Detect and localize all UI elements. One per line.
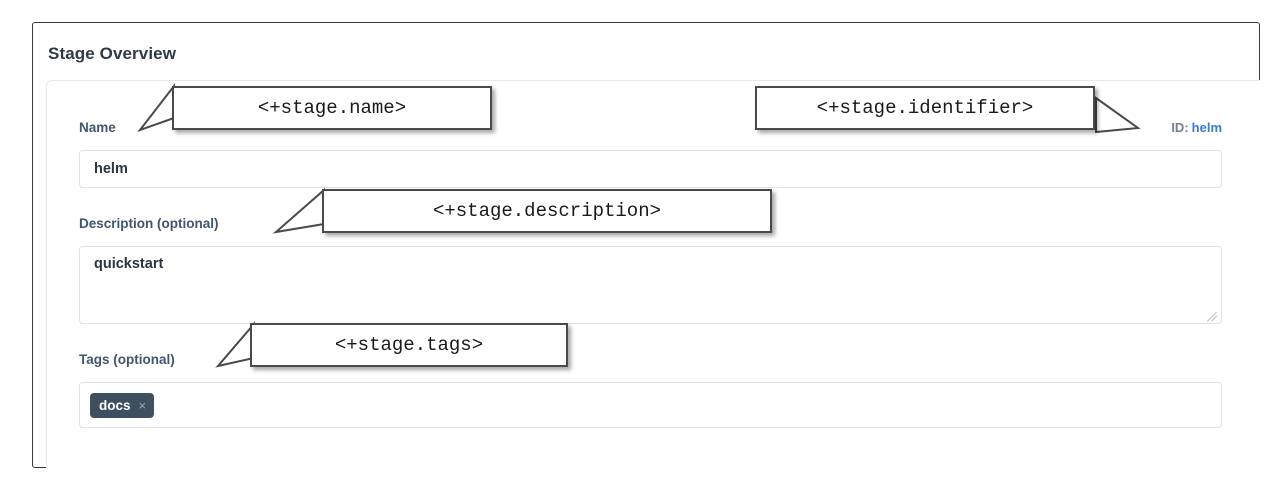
tags-field-label: Tags (optional) <box>79 352 175 367</box>
callout-stage-identifier: <+stage.identifier> <box>755 86 1095 130</box>
callout-stage-name: <+stage.name> <box>172 86 492 130</box>
identifier-value-link[interactable]: helm <box>1191 120 1222 135</box>
description-textarea[interactable] <box>79 246 1222 324</box>
name-input[interactable] <box>79 150 1222 188</box>
description-field-label: Description (optional) <box>79 216 219 231</box>
page-title: Stage Overview <box>48 44 177 63</box>
name-field-label: Name <box>79 120 116 135</box>
tag-chip-label: docs <box>99 397 131 413</box>
tags-input[interactable]: docs × <box>79 382 1222 428</box>
identifier-key-label: ID: <box>1171 120 1189 135</box>
tag-chip-docs[interactable]: docs × <box>90 392 155 418</box>
callout-stage-tags: <+stage.tags> <box>250 323 568 367</box>
stage-identifier-readout: ID:helm <box>1171 120 1222 135</box>
tag-remove-icon[interactable]: × <box>138 397 147 413</box>
callout-stage-description: <+stage.description> <box>322 189 772 233</box>
